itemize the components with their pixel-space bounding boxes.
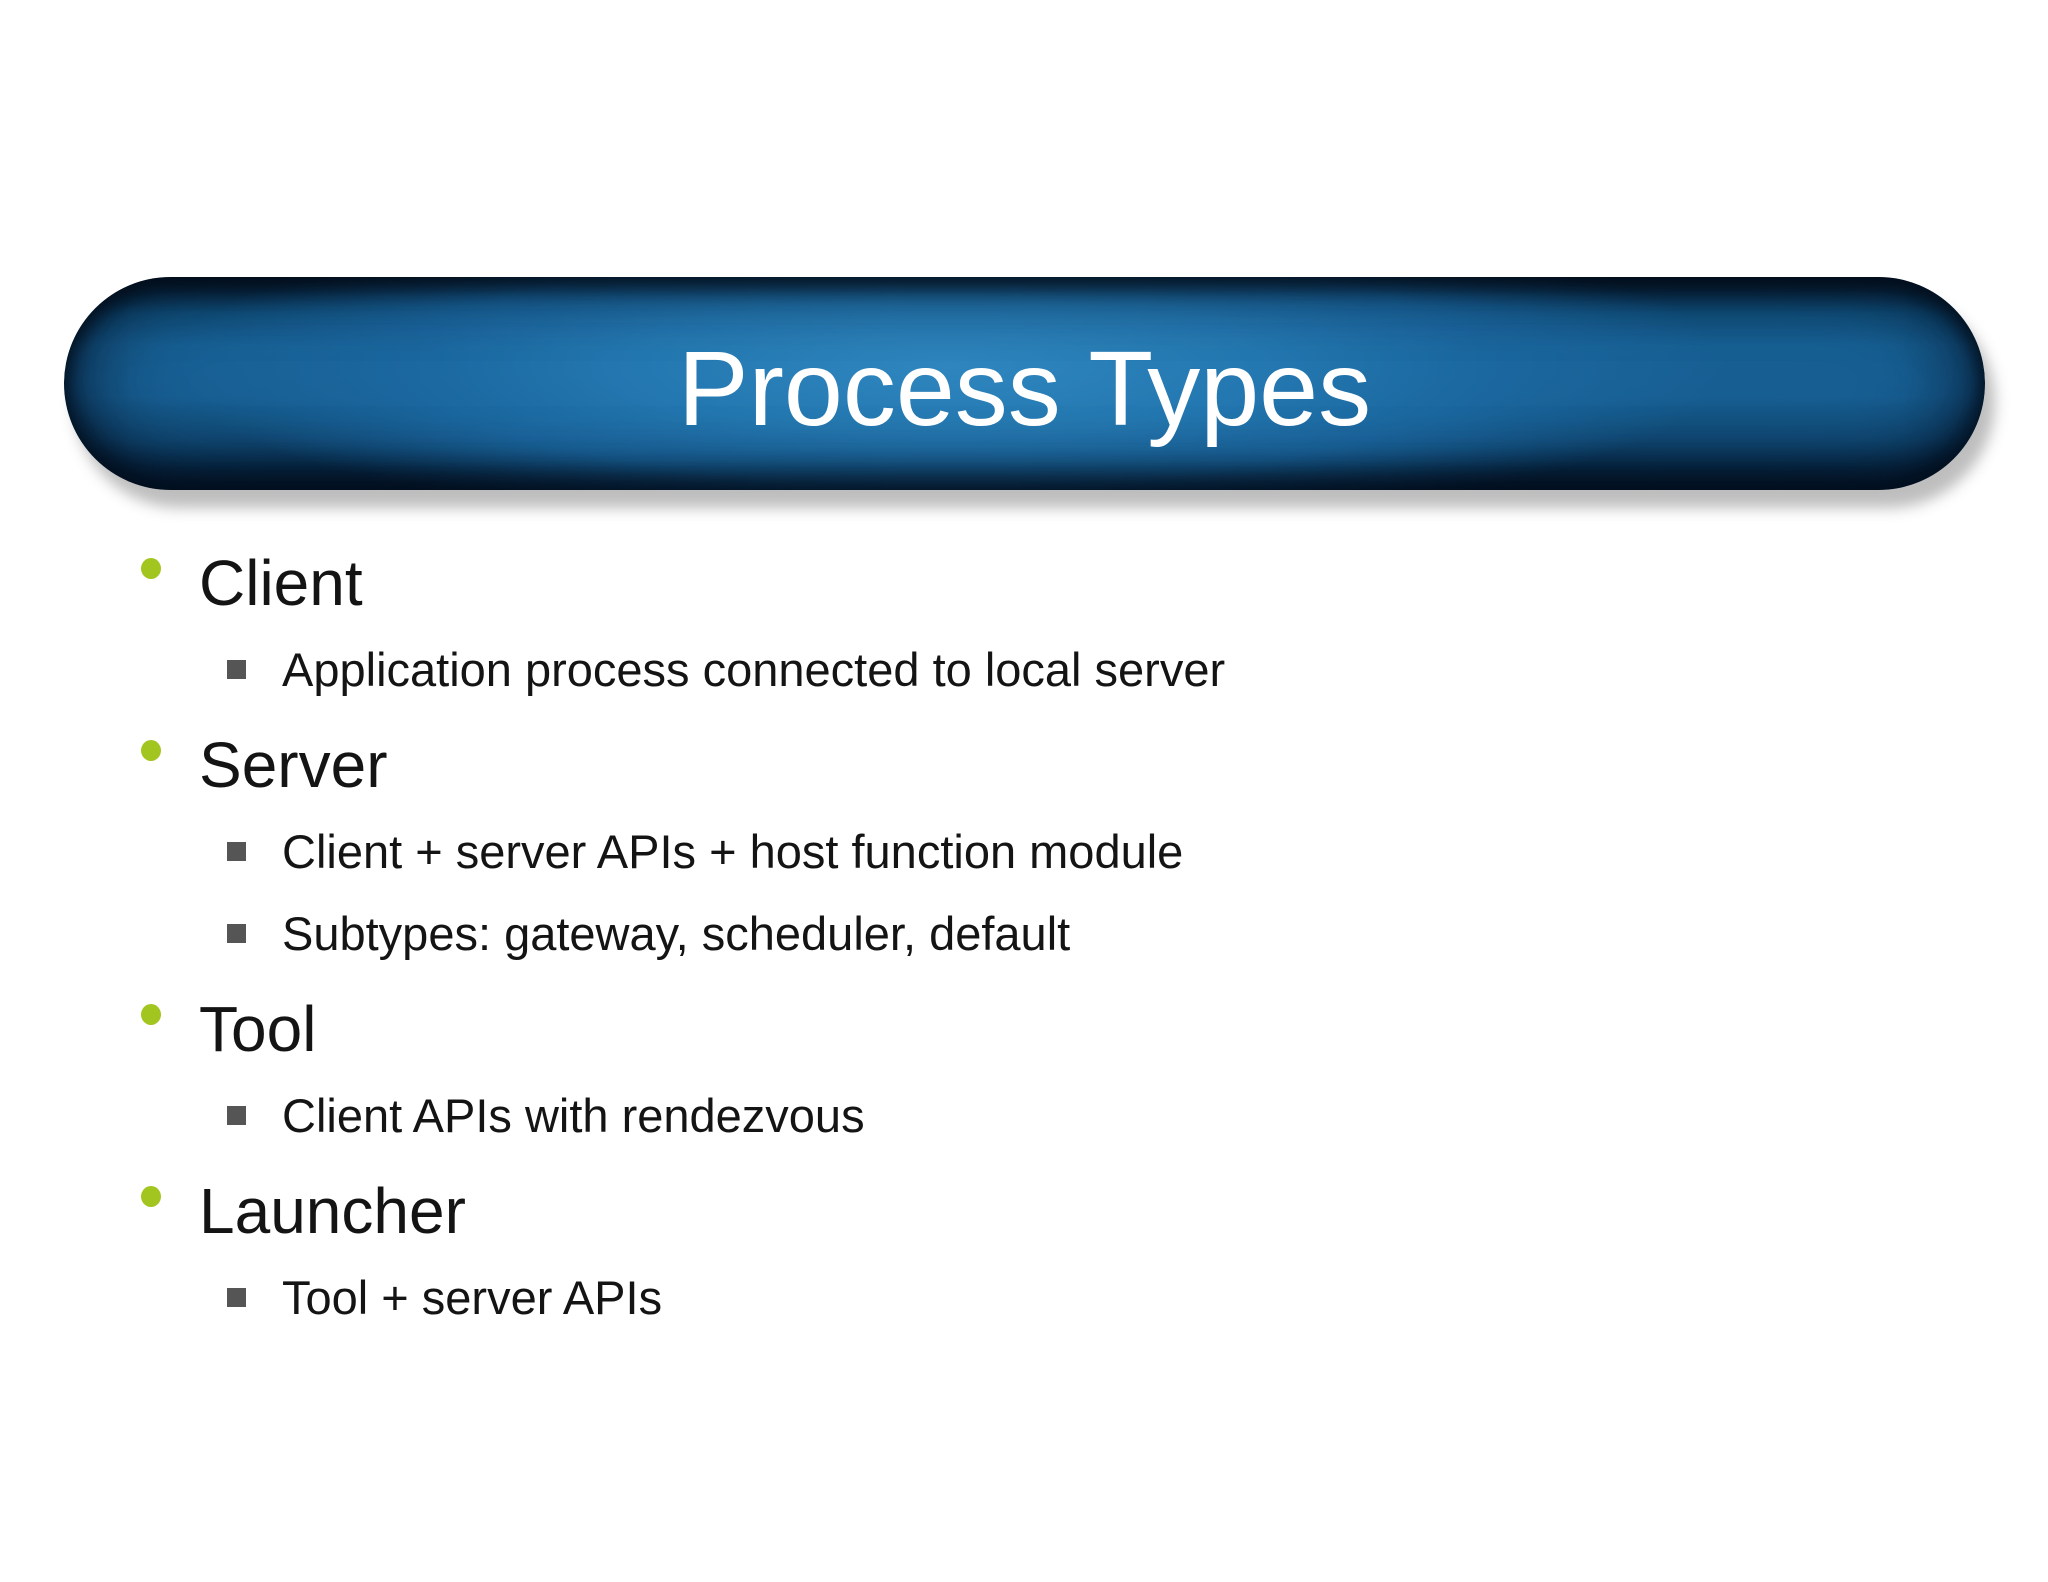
bullet-item-client: Client — [0, 543, 2048, 623]
sub-bullet-item: Subtypes: gateway, scheduler, default — [0, 903, 2048, 965]
sub-bullet-item: Application process connected to local s… — [0, 639, 2048, 701]
bullet-dot-icon — [141, 740, 161, 761]
bullet-dot-icon — [141, 1004, 161, 1025]
square-bullet-icon — [227, 842, 246, 861]
bullet-item-server: Server — [0, 725, 2048, 805]
square-bullet-icon — [227, 1106, 246, 1125]
bullet-list: Client Application process connected to … — [0, 543, 2048, 1329]
sub-bullet-text: Application process connected to local s… — [282, 643, 1226, 696]
square-bullet-icon — [227, 660, 246, 679]
sub-bullet-item: Tool + server APIs — [0, 1267, 2048, 1329]
sub-bullet-text: Client APIs with rendezvous — [282, 1089, 865, 1142]
bullet-item-launcher: Launcher — [0, 1171, 2048, 1251]
title-banner: Process Types — [64, 277, 1985, 490]
bullet-label: Server — [199, 729, 388, 801]
slide-title: Process Types — [677, 329, 1372, 448]
square-bullet-icon — [227, 924, 246, 943]
sub-bullet-text: Tool + server APIs — [282, 1271, 663, 1324]
bullet-label: Tool — [199, 993, 317, 1065]
sub-bullet-item: Client + server APIs + host function mod… — [0, 821, 2048, 883]
bullet-item-tool: Tool — [0, 989, 2048, 1069]
bullet-label: Client — [199, 547, 363, 619]
sub-bullet-text: Subtypes: gateway, scheduler, default — [282, 907, 1071, 960]
sub-bullet-item: Client APIs with rendezvous — [0, 1085, 2048, 1147]
bullet-label: Launcher — [199, 1175, 466, 1247]
bullet-dot-icon — [141, 558, 161, 579]
sub-bullet-text: Client + server APIs + host function mod… — [282, 825, 1184, 878]
bullet-dot-icon — [141, 1186, 161, 1207]
square-bullet-icon — [227, 1288, 246, 1307]
